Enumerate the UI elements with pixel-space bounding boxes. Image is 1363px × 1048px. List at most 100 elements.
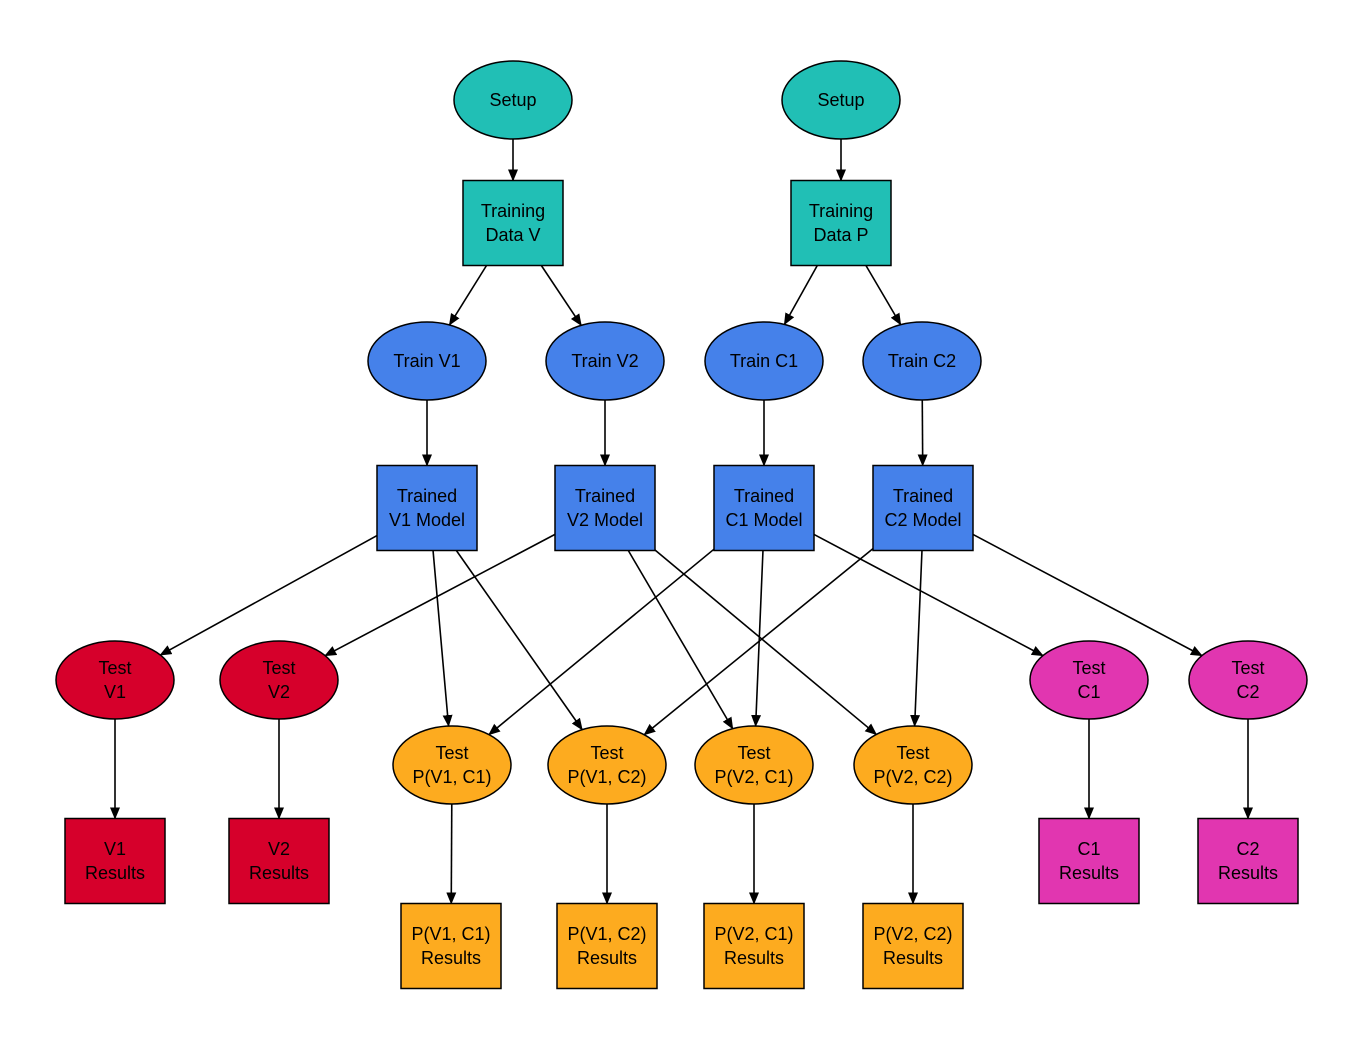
node-ellipse <box>453 60 573 140</box>
node-label: V1 Model <box>389 510 465 530</box>
edge-training-data-p-to-train-c2 <box>865 265 902 326</box>
node-box <box>556 902 658 990</box>
node-box <box>376 464 478 552</box>
node-label: Results <box>85 863 145 883</box>
node-box <box>862 902 964 990</box>
node-label: Data P <box>813 225 868 245</box>
node-label: Training <box>809 201 873 221</box>
node-p-v2-c2-results: P(V2, C2) Results <box>862 902 964 990</box>
node-ellipse <box>781 60 901 140</box>
node-box <box>790 179 892 267</box>
node-p-v2-c1-results: P(V2, C1)Results <box>703 902 805 990</box>
node-ellipse <box>547 725 667 805</box>
node-label: C2 Model <box>884 510 961 530</box>
node-trained-v2: Trained V2 Model <box>554 464 656 552</box>
node-label: P(V2, C2) <box>873 924 952 944</box>
edge-test-p-v1-c1-to-p-v1-c1-results <box>446 803 457 905</box>
edge-trained-v2-to-test-p-v2-c1 <box>627 549 734 730</box>
edge-trained-v2-to-test-v2 <box>324 533 556 657</box>
node-label: Trained <box>734 486 794 506</box>
node-label: Results <box>1218 863 1278 883</box>
node-label: Test <box>435 743 468 763</box>
edge-training-data-v-to-train-v2 <box>540 265 582 327</box>
node-label: C1 <box>1077 839 1100 859</box>
node-label: C2 <box>1236 682 1259 702</box>
node-box <box>1038 817 1140 905</box>
node-label: Results <box>249 863 309 883</box>
node-label: Trained <box>575 486 635 506</box>
node-label: P(V2, C2) <box>873 767 952 787</box>
node-label: V2 <box>268 839 290 859</box>
node-ellipse <box>545 321 665 401</box>
node-ellipse <box>1188 640 1308 720</box>
node-trained-c2: Trained C2 Model <box>872 464 974 552</box>
edge-trained-v2-to-test-p-v2-c2 <box>654 549 878 736</box>
edge-trained-c1-to-test-p-v2-c1 <box>751 549 764 728</box>
node-label: V2 <box>268 682 290 702</box>
node-label: V2 Model <box>567 510 643 530</box>
node-trained-v1: Trained V1 Model <box>376 464 478 552</box>
node-label: Test <box>896 743 929 763</box>
node-ellipse <box>704 321 824 401</box>
node-box <box>1197 817 1299 905</box>
node-label: Results <box>1059 863 1119 883</box>
node-ellipse <box>694 725 814 805</box>
node-train-v2: Train V2 <box>545 321 665 401</box>
node-setup-p: Setup <box>781 60 901 140</box>
node-ellipse <box>55 640 175 720</box>
node-label: Setup <box>817 90 864 110</box>
node-label: Trained <box>893 486 953 506</box>
node-label: Results <box>577 948 637 968</box>
edge-trained-v1-to-test-p-v1-c1 <box>432 549 453 728</box>
node-train-c2: Train C2 <box>862 321 982 401</box>
node-label: Train C2 <box>888 351 956 371</box>
node-box <box>64 817 166 905</box>
edge-trained-c2-to-test-c2 <box>972 533 1203 657</box>
node-p-v1-c1-results: P(V1, C1)Results <box>400 902 502 990</box>
node-label: Train V2 <box>571 351 638 371</box>
node-label: Training <box>481 201 545 221</box>
node-ellipse <box>862 321 982 401</box>
node-label: C1 <box>1077 682 1100 702</box>
node-label: P(V2, C1) <box>714 924 793 944</box>
node-box <box>462 179 564 267</box>
edge-trained-c2-to-test-p-v1-c2 <box>643 548 874 736</box>
edge-trained-c2-to-test-p-v2-c2 <box>910 549 923 728</box>
node-label: Test <box>1072 658 1105 678</box>
node-ellipse <box>219 640 339 720</box>
edge-trained-v1-to-test-p-v1-c2 <box>455 549 583 731</box>
edge-trained-c1-to-test-c1 <box>813 533 1044 657</box>
node-label: Test <box>1231 658 1264 678</box>
node-train-c1: Train C1 <box>704 321 824 401</box>
edge-trained-c1-to-test-p-v1-c1 <box>488 548 715 736</box>
node-label: Test <box>737 743 770 763</box>
node-box <box>554 464 656 552</box>
node-p-v1-c2-results: P(V1, C2)Results <box>556 902 658 990</box>
edge-training-data-p-to-train-c1 <box>783 265 818 326</box>
node-label: Results <box>883 948 943 968</box>
node-label: P(V1, C2) <box>567 767 646 787</box>
node-label: Test <box>262 658 295 678</box>
node-box <box>713 464 815 552</box>
node-label: Test <box>98 658 131 678</box>
node-box <box>400 902 502 990</box>
node-label: V1 <box>104 839 126 859</box>
node-label: C1 Model <box>725 510 802 530</box>
node-label: Setup <box>489 90 536 110</box>
node-box <box>703 902 805 990</box>
node-box <box>872 464 974 552</box>
node-label: Trained <box>397 486 457 506</box>
node-train-v1: Train V1 <box>367 321 487 401</box>
node-label: Data V <box>485 225 540 245</box>
